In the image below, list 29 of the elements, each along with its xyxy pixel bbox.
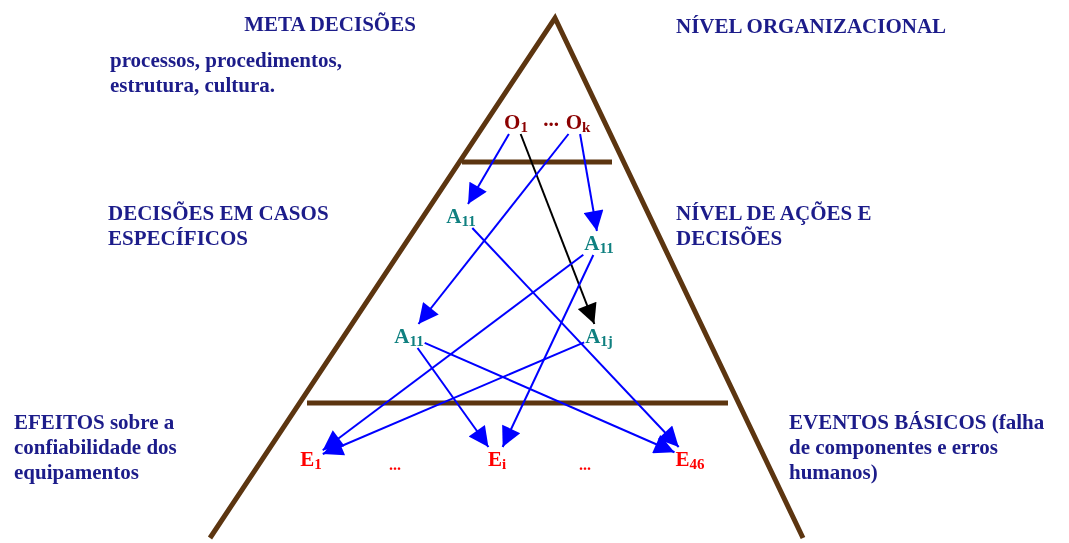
- arrow: [471, 227, 680, 448]
- level-label: DECISÕES EM CASOS ESPECÍFICOS: [108, 201, 330, 251]
- node-label: E$_{i}$: [486, 447, 508, 471]
- node-label: A$_{11}$: [393, 324, 425, 348]
- arrow: [321, 253, 585, 452]
- arrow: [579, 133, 604, 232]
- arrow: [423, 341, 676, 454]
- node-label: E$_{46}$: [674, 447, 706, 471]
- node-label: A$_{11}$: [583, 231, 615, 255]
- description-text: EFEITOS sobre a confiabilidade dos equipamentos: [14, 410, 178, 485]
- description-text: processos, procedimentos, estrutura, cultura.: [110, 48, 343, 98]
- node-label: A$_{1j}$: [584, 324, 614, 348]
- arrow: [416, 347, 490, 448]
- arrow: [467, 133, 510, 205]
- node-label: E$_{1}$: [299, 447, 323, 471]
- arrow: [417, 133, 570, 325]
- heading: META DECISÕES: [243, 12, 417, 37]
- node-label: A$_{11}$: [445, 204, 477, 228]
- arrow: [501, 254, 595, 448]
- level-label: NÍVEL DE AÇÕES E DECISÕES: [676, 201, 873, 251]
- description-text: EVENTOS BÁSICOS (falha de componentes e erros humanos): [789, 410, 1046, 485]
- ellipsis: ...: [388, 455, 402, 475]
- node-label: O$_{1}$: [503, 110, 529, 134]
- ellipsis: ...: [578, 455, 592, 475]
- arrow: [519, 133, 597, 325]
- level-label: NÍVEL ORGANIZACIONAL: [676, 14, 948, 39]
- node-label: O$_{k}$: [564, 110, 592, 134]
- arrow: [321, 341, 586, 456]
- ellipsis: ...: [542, 107, 560, 132]
